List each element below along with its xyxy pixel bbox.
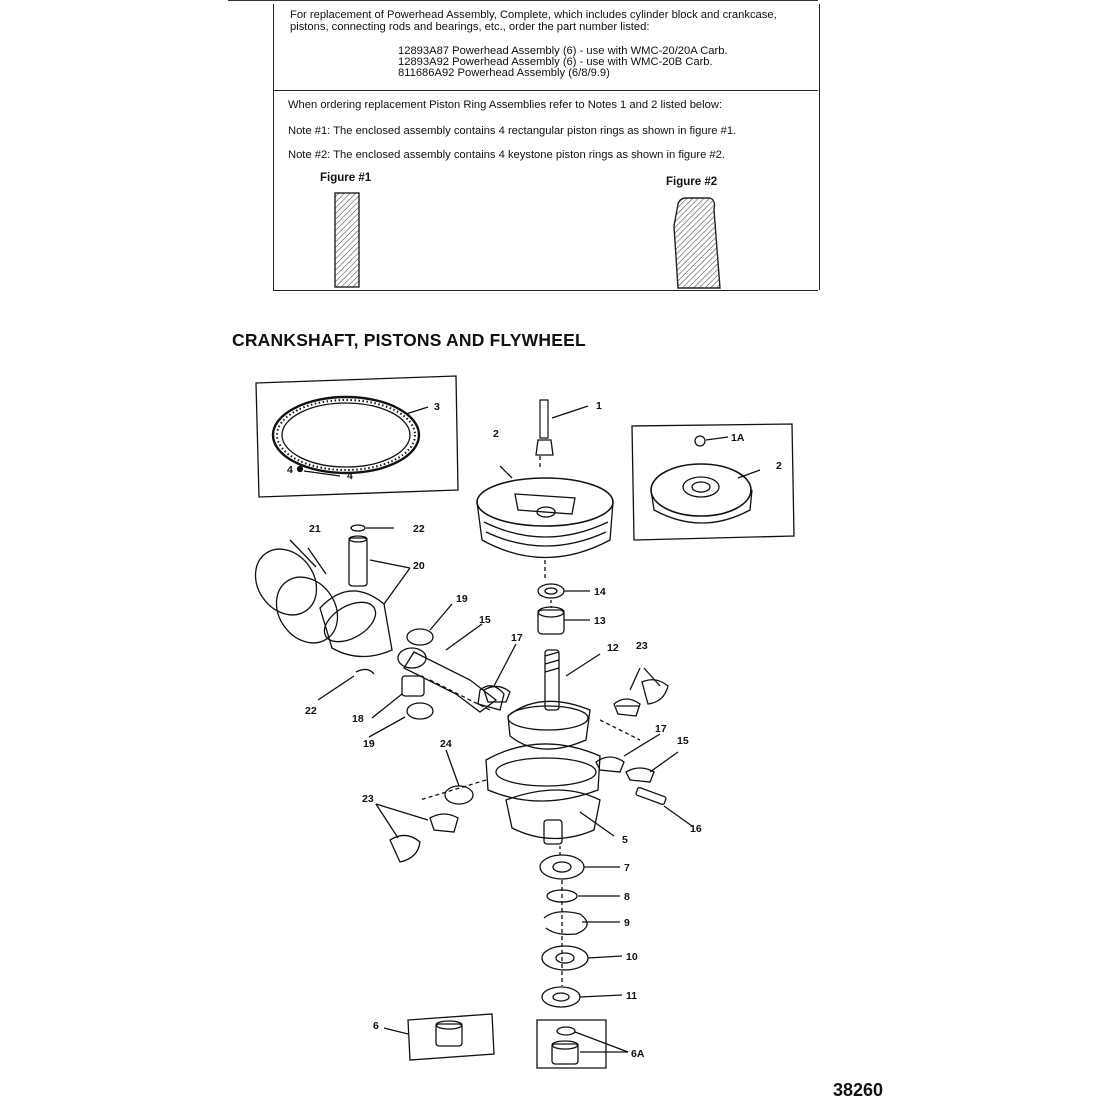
callout-4-left: 4 bbox=[287, 464, 293, 476]
callout-19-top: 19 bbox=[456, 593, 468, 605]
section-title: CRANKSHAFT, PISTONS AND FLYWHEEL bbox=[232, 330, 586, 350]
callout-17-right: 17 bbox=[655, 723, 667, 735]
figure-1-label: Figure #1 bbox=[320, 172, 372, 184]
callout-12: 12 bbox=[607, 642, 619, 654]
bushing-inset bbox=[383, 1013, 495, 1061]
powerhead-intro-text: For replacement of Powerhead Assembly, C… bbox=[290, 9, 777, 33]
callout-4-right: 4 bbox=[347, 470, 353, 482]
callout-8: 8 bbox=[624, 891, 630, 903]
callout-15-rod: 15 bbox=[479, 614, 491, 626]
callout-17-left: 17 bbox=[511, 632, 523, 644]
note-1-text: Note #1: The enclosed assembly contains … bbox=[288, 125, 737, 137]
assembly-line-3: 811686A92 Powerhead Assembly (6/8/9.9) bbox=[398, 67, 610, 79]
callout-24: 24 bbox=[440, 738, 452, 750]
flywheel-variant-inset bbox=[631, 423, 795, 541]
keystone-ring-figure bbox=[673, 197, 721, 289]
callout-2-inset: 2 bbox=[776, 460, 782, 472]
callout-21: 21 bbox=[309, 523, 321, 535]
callout-3: 3 bbox=[434, 401, 440, 413]
bearing-cages-right bbox=[595, 667, 693, 827]
callout-20: 20 bbox=[413, 560, 425, 572]
callout-6: 6 bbox=[373, 1020, 379, 1032]
callout-11: 11 bbox=[626, 990, 637, 1002]
piston-assembly bbox=[254, 524, 453, 738]
callout-10: 10 bbox=[626, 951, 638, 963]
callout-9: 9 bbox=[624, 917, 630, 929]
callout-13: 13 bbox=[594, 615, 606, 627]
crankshaft bbox=[419, 649, 641, 845]
page-number: 38260 bbox=[833, 1080, 884, 1100]
flywheel-stud bbox=[535, 399, 589, 470]
callout-1: 1 bbox=[596, 400, 602, 412]
callout-22-top: 22 bbox=[413, 523, 425, 535]
callout-15-cap: 15 bbox=[677, 735, 689, 747]
callout-19-bottom: 19 bbox=[363, 738, 375, 750]
assembly-line-1: 12893A87 Powerhead Assembly (6) - use wi… bbox=[398, 45, 728, 57]
bearing-cages-left bbox=[375, 643, 517, 863]
flywheel bbox=[476, 465, 614, 580]
callout-22-bottom: 22 bbox=[305, 705, 317, 717]
note-2-text: Note #2: The enclosed assembly contains … bbox=[288, 149, 725, 161]
callout-5: 5 bbox=[622, 834, 628, 846]
callout-18: 18 bbox=[352, 713, 364, 725]
callout-23-right: 23 bbox=[636, 640, 648, 652]
callout-2-main: 2 bbox=[493, 428, 499, 440]
ring-gear-inset bbox=[255, 375, 459, 498]
callout-23-left: 23 bbox=[362, 793, 374, 805]
top-rule bbox=[228, 0, 818, 1]
callout-6a: 6A bbox=[631, 1048, 645, 1060]
connecting-rod bbox=[397, 623, 505, 713]
bushing-6a-inset bbox=[536, 1019, 629, 1069]
callout-16: 16 bbox=[690, 823, 702, 835]
callout-1a: 1A bbox=[731, 432, 745, 444]
callout-14: 14 bbox=[594, 586, 606, 598]
ring-intro-text: When ordering replacement Piston Ring As… bbox=[288, 99, 723, 111]
powerhead-note-section: For replacement of Powerhead Assembly, C… bbox=[274, 4, 818, 91]
lower-bearing-stack bbox=[539, 846, 623, 1008]
upper-bearings bbox=[537, 583, 590, 635]
callout-7: 7 bbox=[624, 862, 630, 874]
rectangular-ring-figure bbox=[334, 192, 360, 288]
assembly-line-2: 12893A92 Powerhead Assembly (6) - use wi… bbox=[398, 56, 713, 68]
notes-box: For replacement of Powerhead Assembly, C… bbox=[273, 4, 820, 291]
figure-2-label: Figure #2 bbox=[666, 176, 718, 188]
